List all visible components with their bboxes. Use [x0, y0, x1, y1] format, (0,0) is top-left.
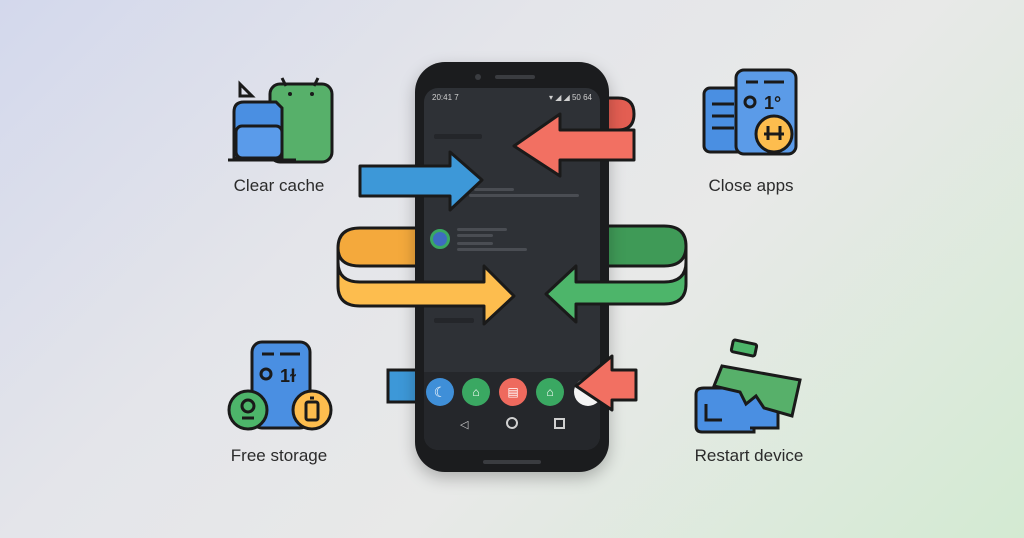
placeholder-line	[434, 318, 474, 323]
notification-app-icon	[430, 229, 450, 249]
svg-text:1°: 1°	[764, 93, 781, 113]
placeholder-line	[457, 242, 493, 245]
storage-icon: 1ɫ	[227, 340, 333, 431]
placeholder-line	[434, 134, 482, 139]
android-cache-icon	[228, 77, 334, 164]
placeholder-line	[469, 194, 579, 197]
free-storage-label: Free storage	[230, 446, 328, 465]
restart-icon	[694, 338, 802, 434]
clear-cache-label: Clear cache	[233, 176, 325, 195]
speaker	[495, 75, 535, 79]
placeholder-line	[457, 248, 527, 251]
placeholder-line	[457, 234, 493, 237]
svg-text:1ɫ: 1ɫ	[280, 366, 296, 386]
camera	[475, 74, 481, 80]
nav-back-button[interactable]: ◁	[460, 419, 469, 431]
nav-recents-button[interactable]	[554, 418, 565, 429]
dock: ☾ ⌂ ▤ ⌂ ◁	[424, 372, 600, 450]
placeholder-line	[457, 228, 507, 231]
dock-app-moon[interactable]: ☾	[426, 378, 454, 406]
red-arrow	[512, 112, 636, 178]
status-bar: 20:41 7 ▾ ◢ ◢ 50 64	[430, 93, 594, 105]
green-arrow	[544, 246, 688, 324]
restart-device-label: Restart device	[694, 446, 804, 465]
blue-arrow	[358, 150, 484, 212]
blue-tab-back	[386, 368, 420, 404]
red-arrow-lower	[574, 354, 638, 412]
placeholder-line	[474, 188, 514, 191]
dock-app-home-alt[interactable]: ⌂	[536, 378, 564, 406]
status-time: 20:41 7	[432, 93, 459, 102]
yellow-arrow	[336, 248, 516, 326]
dock-app-clipboard[interactable]: ▤	[499, 378, 527, 406]
close-apps-label: Close apps	[708, 176, 794, 195]
status-icons: ▾ ◢ ◢ 50 64	[548, 93, 592, 102]
nav-home-button[interactable]	[506, 417, 518, 429]
dock-app-home[interactable]: ⌂	[462, 378, 490, 406]
close-apps-icon: 1°	[702, 68, 798, 156]
home-indicator	[483, 460, 541, 464]
